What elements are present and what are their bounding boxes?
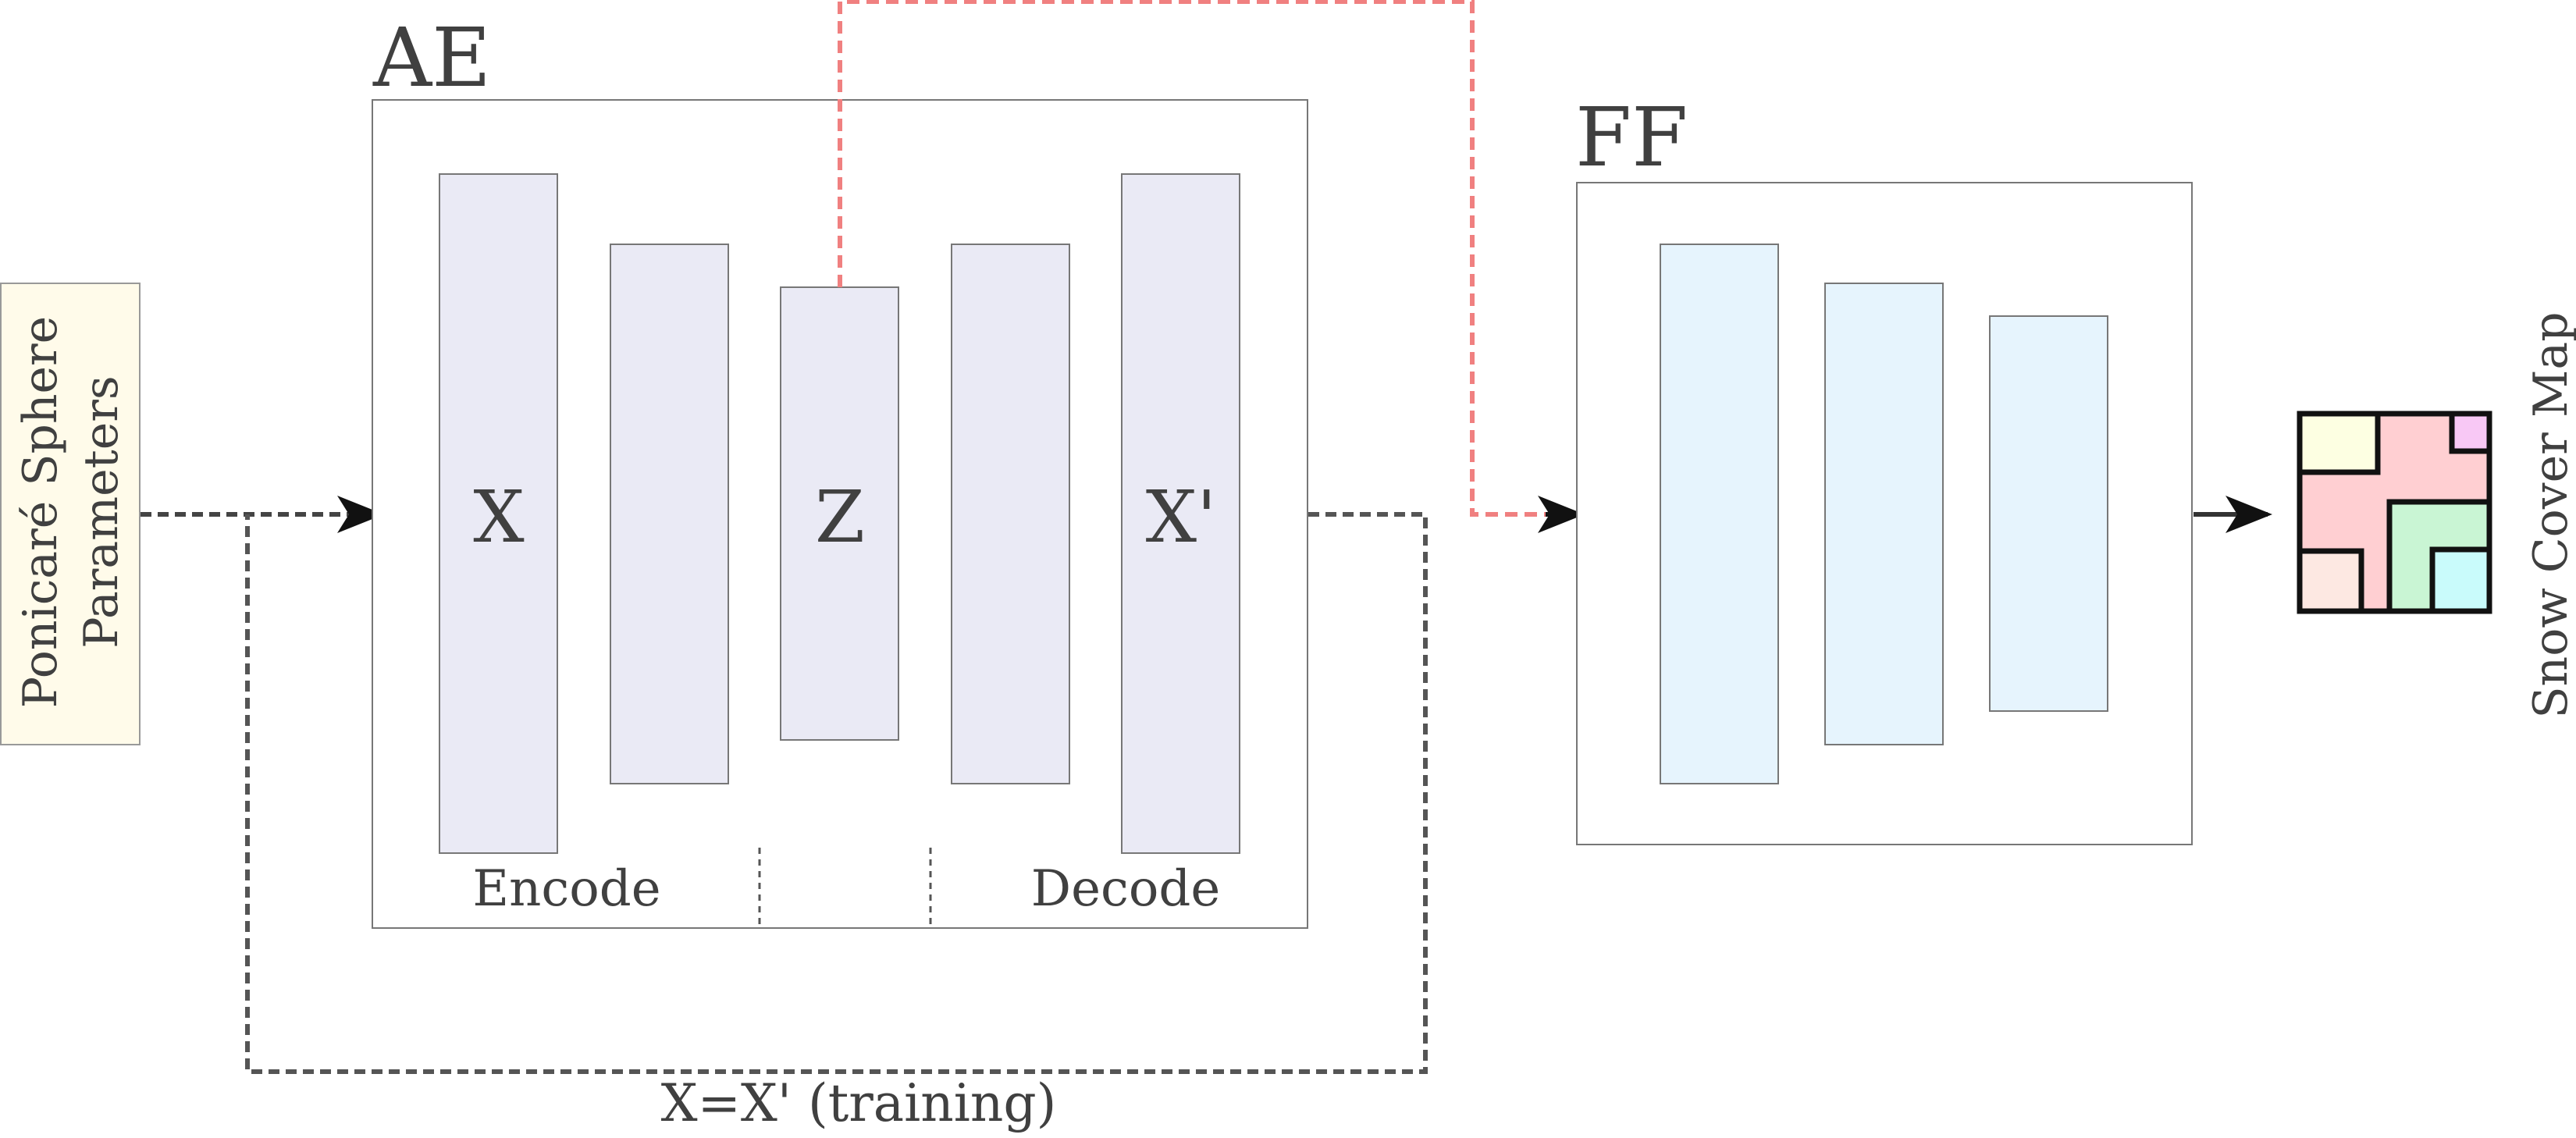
- ae-layer-decoder-hidden: [951, 244, 1070, 784]
- z-label: Z: [815, 475, 865, 559]
- training-loop: [245, 512, 1428, 1074]
- x-label: X: [473, 475, 525, 559]
- ae-title: AE: [372, 10, 491, 105]
- input-label-line1: Ponicaré Sphere: [13, 316, 68, 708]
- ae-layer-encoder-hidden: [610, 244, 729, 784]
- ff-layer-3: [1989, 315, 2108, 712]
- decode-label: Decode: [1031, 860, 1220, 918]
- ae-layer-output: [1121, 173, 1240, 854]
- autoencoder-block: AE X Z X' Encode Decode: [372, 10, 1308, 929]
- ff-title: FF: [1575, 90, 1688, 185]
- input-block: Ponicaré Sphere Parameters: [0, 283, 141, 745]
- latent-to-ff-link: [838, 0, 1578, 517]
- ff-layer-1: [1660, 244, 1779, 784]
- ff-layer-2: [1824, 283, 1944, 745]
- encode-label: Encode: [472, 860, 660, 918]
- ae-layer-input: [439, 173, 558, 854]
- feedforward-block: FF: [1575, 90, 2193, 845]
- input-label-line2: Parameters: [74, 375, 129, 648]
- training-label: X=X' (training): [661, 1073, 1057, 1133]
- ae-layer-latent: [780, 286, 899, 741]
- output-label: Snow Cover Map: [2524, 311, 2576, 718]
- snow-cover-map-icon: [2297, 411, 2492, 614]
- x-prime-label: X': [1146, 475, 1217, 559]
